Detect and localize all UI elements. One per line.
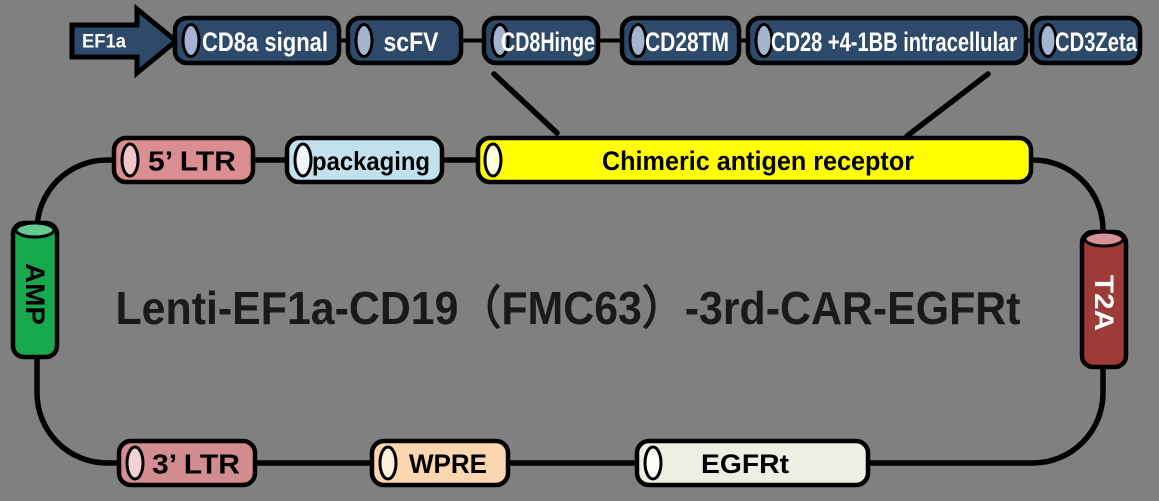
segment-body (745, 15, 1029, 66)
feature-chimeric-antigen-receptor: Chimeric antigen receptor (475, 135, 1034, 185)
feature-cap (293, 142, 313, 178)
feature-body (116, 438, 258, 488)
feature-label: WPRE (409, 449, 487, 479)
segment-cap (181, 23, 201, 58)
feature-cap (378, 445, 398, 481)
feature-label: packaging (312, 146, 430, 176)
segment-cd8hinge: CD8Hinge (481, 15, 601, 66)
feature-body (369, 438, 511, 488)
feature-label: 5’ LTR (148, 146, 236, 177)
feature-cap (14, 221, 56, 239)
segment-label: CD28TM (645, 27, 729, 57)
segment-label: CD3Zeta (1055, 27, 1138, 57)
feature-cap (120, 142, 140, 178)
feature-wpre: WPRE (369, 438, 511, 488)
segment-cap (628, 23, 648, 58)
segment-label: CD8a signal (202, 27, 328, 57)
feature-label: AMP (20, 263, 50, 325)
feature-packaging: packaging (284, 135, 445, 185)
segment-cap (754, 23, 774, 58)
promoter-arrow-shape (69, 3, 180, 79)
feature-5-ltr: 5’ LTR (111, 135, 256, 185)
segment-body (345, 15, 464, 66)
connector-line-right (904, 71, 991, 139)
feature-cap (643, 445, 663, 481)
feature-cap (1083, 230, 1125, 248)
feature-3-ltr: 3’ LTR (116, 438, 258, 488)
feature-label: Chimeric antigen receptor (602, 146, 914, 176)
segment-label: CD28 +4-1BB intracellular (771, 27, 1017, 57)
plasmid-title: Lenti-EF1a-CD19（FMC63）-3rd-CAR-EGFRt (116, 282, 1021, 334)
segment-body (172, 15, 342, 66)
segment-cd28tm: CD28TM (619, 15, 742, 66)
segment-body (1029, 15, 1143, 66)
segment-cap (1038, 23, 1058, 58)
feature-body (284, 135, 445, 185)
segment-cd28-41bb-intracellular: CD28 +4-1BB intracellular (745, 15, 1029, 66)
segment-body (481, 15, 601, 66)
segment-cd3zeta: CD3Zeta (1029, 15, 1143, 66)
segment-body (619, 15, 742, 66)
promoter-label: EF1a (82, 32, 126, 53)
feature-egfrt: EGFRt (634, 438, 871, 488)
feature-body (111, 135, 256, 185)
segment-scfv: scFV (345, 15, 464, 66)
segment-label: scFV (384, 27, 439, 57)
segment-cap (354, 23, 374, 58)
feature-t2a: T2A (1079, 229, 1129, 370)
segment-cd8a-signal: CD8a signal (172, 15, 342, 66)
feature-cap (483, 142, 503, 178)
feature-label: 3’ LTR (152, 449, 240, 480)
feature-label: EGFRt (701, 449, 789, 479)
feature-cap (125, 445, 145, 481)
ef1a-promoter-arrow: EF1a (69, 3, 180, 79)
feature-body (634, 438, 871, 488)
feature-amp: AMP (10, 220, 60, 360)
feature-body (475, 135, 1034, 185)
feature-label: T2A (1089, 275, 1119, 331)
segment-cap (490, 23, 510, 58)
connector-line-left (491, 71, 560, 136)
segment-label: CD8Hinge (501, 27, 595, 57)
